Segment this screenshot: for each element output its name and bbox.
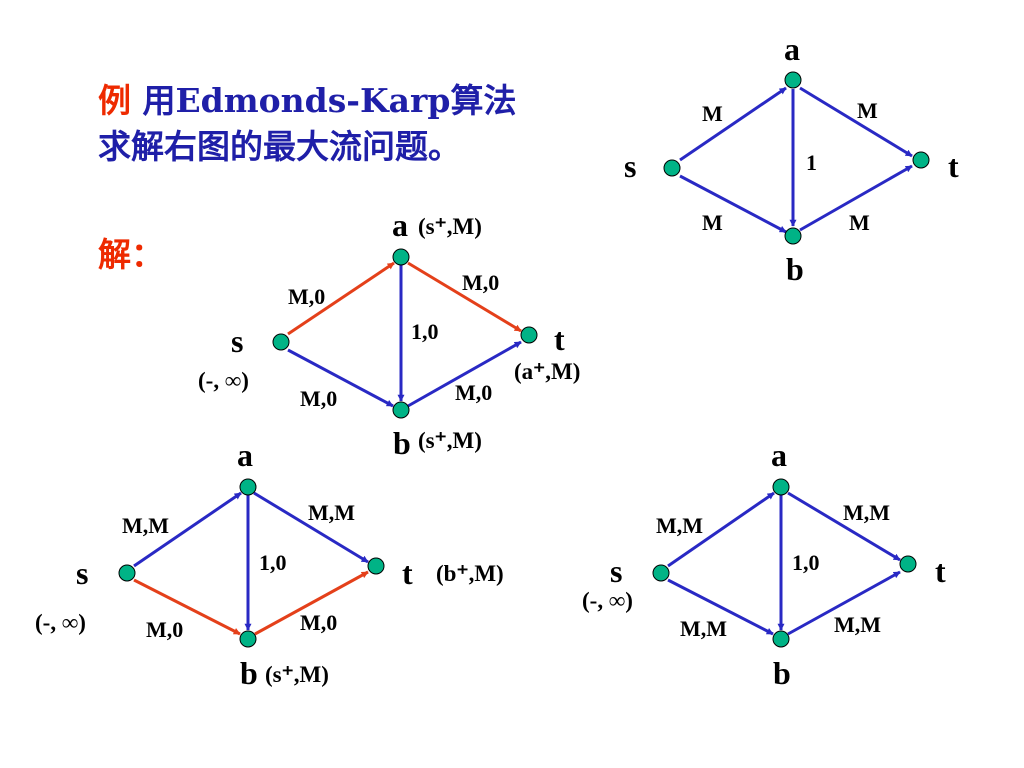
node-b (392, 401, 410, 419)
edge-label-bt: M,M (834, 612, 881, 637)
node-label-t: t (402, 555, 413, 591)
node-s (118, 564, 136, 582)
problem-statement: 例 用Edmonds-Karp算法 求解右图的最大流问题。 (98, 78, 618, 170)
node-label-b: b (786, 251, 804, 287)
edge-at (787, 491, 901, 562)
graph-original: a s t b M M 1 M M (624, 31, 959, 287)
node-s (272, 333, 290, 351)
edge-label-sb: M (702, 210, 723, 235)
node-mark-t: (a⁺,M) (514, 359, 580, 384)
edge-bt (799, 164, 913, 232)
edge-sa (679, 86, 787, 162)
node-label-t: t (554, 321, 565, 357)
edge-at (407, 261, 522, 333)
edge-label-ab: 1 (806, 150, 817, 175)
edge-label-at: M,0 (462, 270, 499, 295)
node-a (392, 248, 410, 266)
node-label-a: a (392, 207, 408, 243)
edge-label-at: M (857, 98, 878, 123)
node-label-s: s (231, 323, 243, 359)
example-marker: 例 (98, 81, 131, 120)
edge-sb (679, 174, 787, 234)
edge-bt (254, 570, 369, 636)
node-mark-s: (-, ∞) (582, 588, 633, 613)
node-label-b: b (393, 425, 411, 461)
edge-label-ab: 1,0 (411, 319, 439, 344)
node-mark-a: (s⁺,M) (418, 214, 482, 239)
node-label-s: s (610, 553, 622, 589)
node-label-t: t (948, 148, 959, 184)
node-a (784, 71, 802, 89)
edge-label-bt: M,0 (300, 610, 337, 635)
graph-step2: a s (-, ∞) t (b⁺,M) b (s⁺,M) M,M M,M 1,0… (35, 437, 504, 691)
title-line-2: 求解右图的最大流问题。 (98, 127, 461, 166)
node-a (772, 478, 790, 496)
edge-label-at: M,M (308, 500, 355, 525)
node-mark-b: (s⁺,M) (418, 428, 482, 453)
edge-bt (787, 570, 901, 636)
node-label-b: b (240, 655, 258, 691)
node-label-a: a (237, 437, 253, 473)
edge-label-sb: M,0 (300, 386, 337, 411)
node-t (899, 555, 917, 573)
edge-sb (133, 578, 241, 636)
node-label-s: s (76, 555, 88, 591)
node-label-a: a (771, 437, 787, 473)
edge-sb (287, 348, 394, 408)
edge-sb (667, 578, 774, 636)
edge-bt (407, 340, 522, 408)
node-mark-b: (s⁺,M) (265, 662, 329, 687)
node-mark-s: (-, ∞) (198, 368, 249, 393)
node-s (663, 159, 681, 177)
edge-label-sa: M,M (656, 513, 703, 538)
title-line-1: 用Edmonds-Karp算法 (131, 81, 517, 120)
node-a (239, 478, 257, 496)
node-label-b: b (773, 655, 791, 691)
edge-label-sb: M,M (680, 616, 727, 641)
edge-label-sa: M,0 (288, 284, 325, 309)
edge-label-sa: M (702, 101, 723, 126)
graph-step3: a s (-, ∞) t b M,M M,M 1,0 M,M M,M (582, 437, 946, 691)
node-t (367, 557, 385, 575)
node-t (520, 326, 538, 344)
edge-label-at: M,M (843, 500, 890, 525)
node-t (912, 151, 930, 169)
edge-at (799, 86, 913, 158)
edge-label-bt: M (849, 210, 870, 235)
edge-sa (667, 491, 775, 568)
node-mark-s: (-, ∞) (35, 610, 86, 635)
node-label-s: s (624, 148, 636, 184)
edge-sa (287, 261, 395, 336)
node-s (652, 564, 670, 582)
edge-label-ab: 1,0 (259, 550, 287, 575)
node-b (239, 630, 257, 648)
edge-label-ab: 1,0 (792, 550, 820, 575)
solution-label: 解： (98, 235, 164, 274)
edge-at (253, 491, 369, 564)
edge-label-sa: M,M (122, 513, 169, 538)
node-mark-t: (b⁺,M) (436, 561, 504, 586)
node-b (784, 227, 802, 245)
node-b (772, 630, 790, 648)
node-label-t: t (935, 553, 946, 589)
graph-step1: a (s⁺,M) s (-, ∞) t (a⁺,M) b (s⁺,M) M,0 … (198, 207, 580, 461)
edge-label-sb: M,0 (146, 617, 183, 642)
edge-sa (133, 491, 242, 568)
edge-label-bt: M,0 (455, 380, 492, 405)
node-label-a: a (784, 31, 800, 67)
